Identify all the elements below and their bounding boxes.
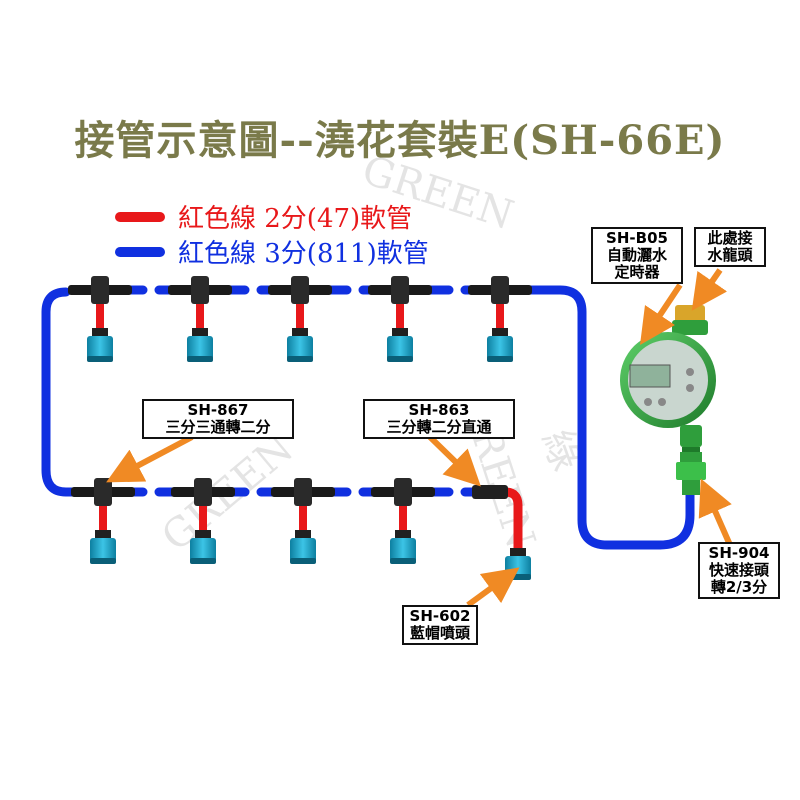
sprinkler-0-1 (168, 276, 232, 362)
label-straight: SH-863 三分轉二分直通 (363, 399, 515, 439)
blue-hose-return (495, 285, 695, 550)
sprinklers (68, 276, 532, 564)
red-hose-end (500, 487, 523, 553)
sprinkler-0-4 (468, 276, 532, 362)
timer-display (629, 364, 671, 388)
arrow-tee (106, 434, 194, 483)
end-nozzle (505, 548, 531, 580)
label-tee: SH-867 三分三通轉二分 (142, 399, 294, 439)
sprinkler-0-0 (68, 276, 132, 362)
legend-text-red: 紅色線 2分(47)軟管 (178, 204, 413, 234)
straight-connector (472, 485, 508, 499)
sprinkler-1-0 (71, 478, 135, 564)
label-faucet: 此處接 水龍頭 (694, 227, 766, 267)
page-title: 接管示意圖--澆花套裝E(SH-66E) (74, 117, 726, 164)
arrow-straight (427, 434, 481, 487)
legend-red: 紅色線 2分(47)軟管 (115, 198, 675, 238)
sprinkler-1-2 (271, 478, 335, 564)
sprinkler-1-3 (371, 478, 435, 564)
blue-hose-main (41, 287, 85, 497)
legend-text-blue: 紅色線 3分(811)軟管 (178, 239, 429, 269)
quick-connector (676, 452, 706, 495)
label-quick: SH-904 快速接頭 轉2/3分 (698, 542, 780, 599)
legend-swatch-red (115, 212, 165, 222)
legend-swatch-blue (115, 247, 165, 257)
arrow-nozzle (466, 567, 520, 608)
sprinkler-1-1 (171, 478, 235, 564)
legend-blue: 紅色線 3分(811)軟管 (115, 233, 675, 273)
arrow-quick (698, 478, 733, 547)
label-timer: SH-B05 自動灑水 定時器 (591, 227, 683, 284)
sprinkler-0-3 (368, 276, 432, 362)
sprinkler-0-2 (268, 276, 332, 362)
arrow-faucet (691, 268, 728, 311)
label-nozzle: SH-602 藍帽噴頭 (402, 605, 478, 645)
timer-device (620, 305, 716, 455)
arrow-timer (640, 283, 683, 345)
